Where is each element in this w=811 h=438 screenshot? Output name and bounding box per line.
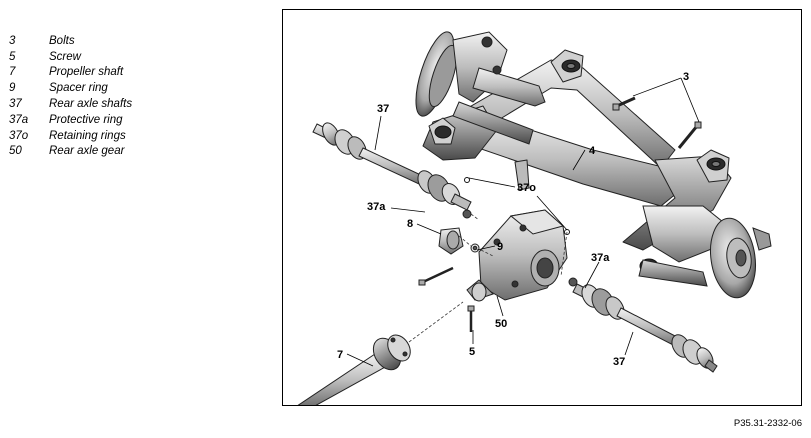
legend-row: 37o Retaining rings	[9, 128, 229, 144]
legend-number: 37o	[9, 129, 29, 142]
callout-9: 9	[497, 241, 503, 253]
bolts-item-3	[612, 96, 702, 149]
callout-37o: 37o	[517, 182, 536, 194]
legend-number: 9	[9, 82, 16, 95]
legend-description: Screw	[49, 50, 81, 63]
callout-4: 4	[589, 145, 596, 157]
legend-description: Spacer ring	[49, 82, 108, 95]
legend-description: Protective ring	[49, 113, 123, 126]
callout-3: 3	[683, 71, 689, 83]
figure-id: P35.31-2332-06	[733, 418, 802, 429]
assembly-lines	[408, 213, 568, 343]
legend-number: 37a	[9, 113, 29, 126]
screw-item-5	[467, 305, 475, 332]
legend-row: 5 Screw	[9, 49, 229, 65]
legend-description: Retaining rings	[49, 129, 126, 142]
callout-5: 5	[469, 346, 475, 358]
legend-number: 3	[9, 34, 16, 47]
callout-labels: 37 3 4 37o 37a 8 9 37a 50 7 5 37	[337, 71, 689, 368]
left-rear-axle-shaft	[312, 122, 472, 219]
right-rear-axle-shaft	[568, 277, 718, 373]
legend-description: Bolts	[49, 34, 75, 47]
propeller-shaft	[297, 334, 411, 405]
rear-axle-illustration: 37 3 4 37o 37a 8 9 37a 50 7 5 37	[297, 31, 772, 405]
exploded-view-figure: 37 3 4 37o 37a 8 9 37a 50 7 5 37	[282, 9, 802, 406]
legend-row: 50 Rear axle gear	[9, 144, 229, 160]
callout-37-upper: 37	[377, 103, 389, 115]
legend-row: 7 Propeller shaft	[9, 65, 229, 81]
callout-37a-left: 37a	[367, 201, 386, 213]
callout-leaders	[346, 77, 700, 367]
callout-50: 50	[495, 318, 507, 330]
legend-number: 5	[9, 50, 16, 63]
legend-row: 9 Spacer ring	[9, 80, 229, 96]
callout-7: 7	[337, 349, 343, 361]
legend-number: 50	[9, 145, 22, 158]
legend-number: 7	[9, 66, 16, 79]
legend-row: 37 Rear axle shafts	[9, 96, 229, 112]
legend-number: 37	[9, 98, 22, 111]
legend-row: 3 Bolts	[9, 33, 229, 49]
callout-37a-right: 37a	[591, 252, 610, 264]
callout-37-lower: 37	[613, 356, 625, 368]
rear-axle-gear	[466, 209, 568, 302]
spacer-ring-and-bracket	[418, 227, 480, 286]
retaining-rings	[464, 177, 570, 235]
legend-row: 37a Protective ring	[9, 112, 229, 128]
left-wheel-carrier	[415, 31, 546, 145]
legend-description: Rear axle shafts	[49, 98, 133, 111]
right-wheel-carrier	[638, 205, 772, 299]
legend-description: Rear axle gear	[49, 145, 125, 158]
callout-8: 8	[407, 218, 413, 230]
legend: 3 Bolts 5 Screw 7 Propeller shaft 9 Spacer r…	[9, 33, 229, 159]
legend-description: Propeller shaft	[49, 66, 124, 79]
